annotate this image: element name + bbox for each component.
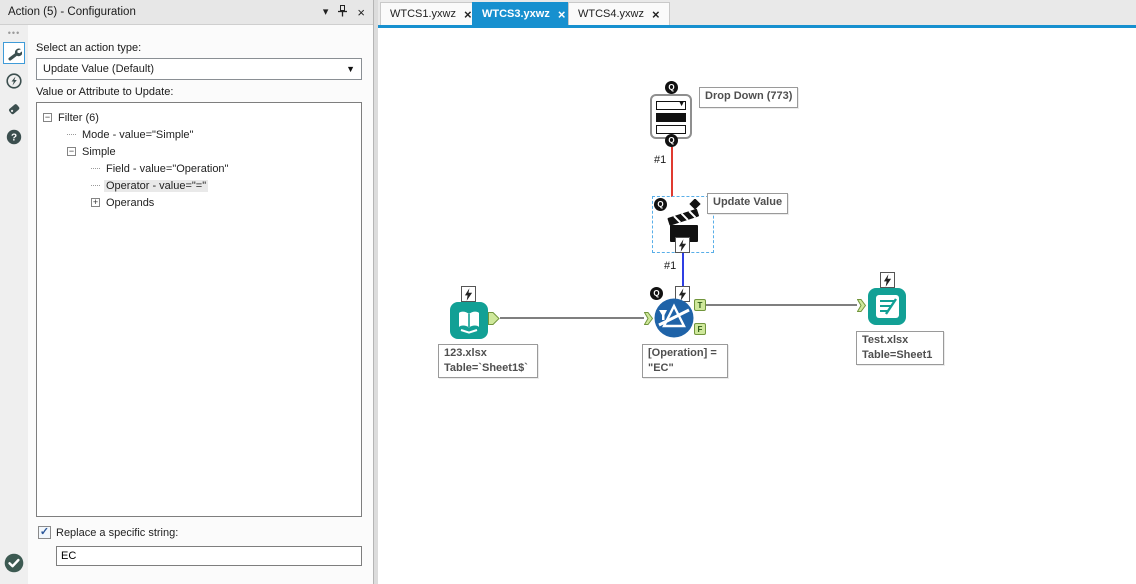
tree-item-filter[interactable]: − Filter (6) <box>43 111 99 124</box>
panel-tab-rail: ••• ? <box>0 25 28 584</box>
lightning-anchor[interactable] <box>675 237 690 253</box>
filter-icon <box>654 298 694 338</box>
connection-input-to-filter[interactable] <box>500 317 644 319</box>
lightning-anchor[interactable] <box>880 272 895 288</box>
question-anchor[interactable]: Q <box>654 198 667 211</box>
input-anchor[interactable] <box>644 312 653 325</box>
tree-collapse-icon[interactable]: − <box>43 112 52 122</box>
input-data-tool[interactable] <box>450 302 488 339</box>
dropdown-widget-icon <box>656 113 686 122</box>
panel-header: Action (5) - Configuration ▾ × <box>0 0 373 25</box>
tab-wtcs4[interactable]: WTCS4.yxwz × <box>568 2 670 25</box>
dropdown-widget-icon <box>656 125 686 134</box>
lightning-circle-icon[interactable] <box>3 70 25 92</box>
tabbar-accent-line <box>378 25 1136 28</box>
output-data-tool[interactable] <box>868 288 906 325</box>
question-anchor[interactable]: Q <box>665 81 678 94</box>
question-anchor[interactable]: Q <box>665 134 678 147</box>
connection-label: #1 <box>654 154 667 166</box>
tab-wtcs3-active[interactable]: WTCS3.yxwz × <box>472 2 576 25</box>
document-tabbar: WTCS1.yxwz × WTCS3.yxwz × WTCS4.yxwz × <box>378 0 1136 28</box>
annotation-tag-icon[interactable] <box>3 98 25 120</box>
configuration-tab-wrench-icon[interactable] <box>3 42 25 64</box>
write-document-icon <box>875 295 899 318</box>
help-icon[interactable]: ? <box>3 126 25 148</box>
tree-branch-line <box>91 185 100 186</box>
close-tab-icon[interactable]: × <box>652 6 660 22</box>
tree-item-mode[interactable]: Mode - value="Simple" <box>37 126 361 143</box>
replace-string-checkbox[interactable]: ✓ <box>38 526 51 539</box>
action-tool-annotation[interactable]: Update Value <box>707 193 789 214</box>
replace-string-label: Replace a specific string: <box>56 526 179 539</box>
workflow-valid-check-icon <box>4 553 24 576</box>
close-tab-icon[interactable]: × <box>557 6 566 22</box>
tree-item-operator[interactable]: Operator - value="=" <box>37 177 361 194</box>
filter-tool[interactable] <box>654 298 694 341</box>
dropdown-tool[interactable]: ▼ <box>650 94 692 139</box>
tree-branch-line <box>67 134 76 135</box>
open-book-icon <box>459 311 479 334</box>
panel-menu-dropdown-icon[interactable]: ▾ <box>322 5 329 18</box>
svg-text:?: ? <box>11 133 17 144</box>
configuration-panel: Action (5) - Configuration ▾ × ••• ? <box>0 0 374 584</box>
close-tab-icon[interactable]: × <box>464 6 472 22</box>
tree-expand-icon[interactable]: + <box>91 197 100 207</box>
chevron-down-icon: ▼ <box>346 64 355 74</box>
grip-dots-icon: ••• <box>7 28 21 38</box>
connection-filter-to-output[interactable] <box>706 304 857 306</box>
lightning-anchor[interactable] <box>461 286 476 302</box>
replace-string-input[interactable] <box>56 546 362 566</box>
tree-item-operands[interactable]: + Operands <box>91 196 155 209</box>
action-type-selected-value: Update Value (Default) <box>43 63 155 75</box>
input-tool-annotation[interactable]: 123.xlsx Table=`Sheet1$` <box>438 344 538 378</box>
attribute-tree-label: Value or Attribute to Update: <box>36 86 174 98</box>
connection-action-to-filter[interactable] <box>682 253 684 286</box>
question-anchor[interactable]: Q <box>650 287 663 300</box>
input-anchor[interactable] <box>857 299 866 312</box>
true-output-anchor[interactable]: T <box>694 299 706 311</box>
workflow-canvas[interactable]: Q ▼ Q Drop Down (773) #1 Q <box>378 28 1136 584</box>
dropdown-tool-annotation[interactable]: Drop Down (773) <box>699 87 799 108</box>
attribute-tree[interactable]: − Filter (6) Mode - value="Simple" − Sim… <box>36 102 362 517</box>
action-type-label: Select an action type: <box>36 42 142 54</box>
dropdown-widget-icon: ▼ <box>656 101 686 110</box>
pin-icon[interactable] <box>337 4 348 20</box>
tree-item-field[interactable]: Field - value="Operation" <box>37 160 361 177</box>
tree-branch-line <box>91 168 100 169</box>
connection-dropdown-to-action[interactable] <box>671 147 673 197</box>
panel-title: Action (5) - Configuration <box>8 6 136 18</box>
false-output-anchor[interactable]: F <box>694 323 706 335</box>
close-panel-icon[interactable]: × <box>357 4 365 20</box>
output-tool-annotation[interactable]: Test.xlsx Table=Sheet1 <box>856 331 944 365</box>
tree-collapse-icon[interactable]: − <box>67 146 76 156</box>
output-anchor[interactable] <box>488 312 500 325</box>
tree-item-simple[interactable]: − Simple <box>67 145 116 158</box>
action-type-select[interactable]: Update Value (Default) ▼ <box>36 58 362 80</box>
tab-wtcs1[interactable]: WTCS1.yxwz × <box>380 2 482 25</box>
filter-tool-annotation[interactable]: [Operation] = "EC" <box>642 344 728 378</box>
connection-label: #1 <box>664 260 677 272</box>
